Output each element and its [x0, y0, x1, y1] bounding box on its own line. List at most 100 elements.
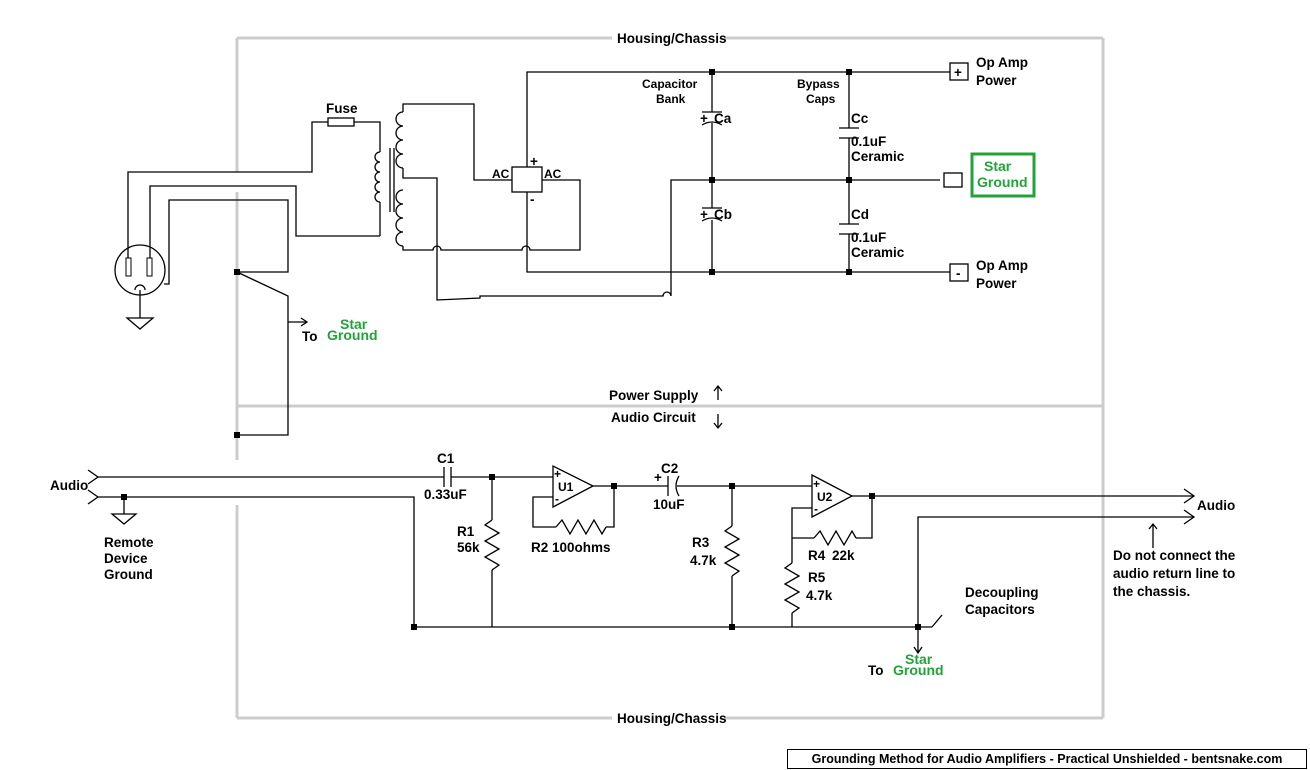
mains-outlet-icon [114, 244, 166, 296]
housing-top-label: Housing/Chassis [617, 31, 727, 46]
chassis-note-line-2: audio return line to [1113, 566, 1235, 581]
bridge-ac-left-label: AC [492, 167, 510, 181]
cd-value-label-1: 0.1uF [851, 230, 886, 245]
junction-dots [121, 69, 921, 630]
r1-value-label: 56k [457, 540, 480, 555]
remote-device-ground-label-1: Remote [104, 535, 154, 550]
c2-label: C2 [661, 461, 678, 476]
note-arrow-icon [1148, 522, 1158, 548]
audio-output-label: Audio [1197, 498, 1235, 513]
opamp-power-negative-terminal [949, 263, 969, 282]
capacitor-cd-icon [839, 223, 859, 235]
r5-value-label: 4.7k [806, 588, 833, 603]
decoupling-capacitors-label-1: Decoupling [965, 585, 1039, 600]
earth-ground-icon [125, 290, 155, 330]
r1-label: R1 [457, 524, 475, 539]
opamp-power-positive-label-2: Power [976, 73, 1017, 88]
cd-value-label-2: Ceramic [851, 245, 905, 260]
to-star-ground-bottom-label-1: Star [905, 651, 933, 667]
to-star-ground-bottom-label-2: Ground [893, 662, 944, 678]
resistor-r5-icon [783, 562, 801, 614]
to-star-ground-left-label-1: Star [340, 316, 368, 332]
star-ground-box-label-1: Star [984, 158, 1012, 174]
r4-label: R4 [808, 548, 826, 563]
resistor-r3-icon [723, 525, 741, 577]
audio-output-connector [1183, 488, 1196, 525]
mains-neutral-wire [149, 185, 380, 258]
r3-value-label: 4.7k [690, 553, 717, 568]
decoupling-capacitors-label-2: Capacitors [965, 602, 1035, 617]
r3-label: R3 [692, 535, 710, 550]
remote-device-ground-label-2: Device [104, 551, 148, 566]
figure-caption: Grounding Method for Audio Amplifiers - … [787, 749, 1307, 769]
c1-label: C1 [437, 451, 455, 466]
to-star-ground-bottom-to: To [868, 663, 884, 678]
cc-label: Cc [851, 111, 869, 126]
u1-minus-label: - [555, 492, 559, 506]
opamp-neg-terminal-sign: - [956, 266, 961, 281]
bridge-minus-label: - [530, 192, 535, 207]
bypass-caps-label-1: Bypass [797, 77, 840, 91]
resistor-r1-icon [483, 519, 501, 571]
ca-plus-label: + [700, 111, 708, 126]
u1-label: U1 [558, 480, 574, 494]
r5-label: R5 [808, 570, 826, 585]
u1-plus-label: + [554, 467, 561, 481]
capacitor-cc-icon [839, 127, 859, 139]
capacitor-ca-icon [701, 111, 723, 126]
cc-value-label-1: 0.1uF [851, 134, 886, 149]
opamp-u1-icon [552, 464, 595, 509]
u2-plus-label: + [813, 477, 820, 491]
capacitor-bank-label-2: Bank [656, 92, 686, 106]
opamp-pos-terminal-sign: + [954, 65, 962, 80]
c2-plus-label: + [654, 470, 662, 485]
cd-label: Cd [851, 207, 869, 222]
audio-input-label: Audio [50, 478, 88, 493]
remote-ground-icon [110, 513, 138, 525]
opamp-power-negative-label-1: Op Amp [976, 258, 1028, 273]
chassis-note-line-1: Do not connect the [1113, 548, 1236, 563]
cc-value-label-2: Ceramic [851, 149, 905, 164]
cb-label: Cb [714, 207, 732, 222]
arrow-down-icon [713, 414, 723, 430]
star-ground-box [970, 152, 1036, 198]
opamp-power-negative-label-2: Power [976, 276, 1017, 291]
r2-label: R2 100ohms [531, 540, 611, 555]
remote-device-ground-label-3: Ground [104, 567, 153, 582]
cb-plus-label: + [700, 207, 708, 222]
transformer-icon [374, 111, 404, 247]
u2-label: U2 [817, 490, 833, 504]
housing-bottom-label: Housing/Chassis [617, 711, 727, 726]
c2-value-label: 10uF [653, 497, 685, 512]
opamp-power-positive-label-1: Op Amp [976, 55, 1028, 70]
c1-value-label: 0.33uF [424, 487, 467, 502]
star-ground-box-label-2: Ground [977, 174, 1028, 190]
resistor-r2-icon [555, 518, 607, 536]
fuse-icon [327, 117, 355, 127]
bridge-rectifier-icon [511, 166, 543, 193]
housing-chassis-outline [235, 36, 1105, 720]
mains-earth-wire [164, 199, 289, 285]
to-star-ground-left-label-2: Ground [327, 327, 378, 343]
capacitor-bank-label-1: Capacitor [642, 77, 698, 91]
to-star-ground-left-to: To [302, 329, 318, 344]
u2-minus-label: - [814, 502, 818, 516]
capacitor-cb-icon [701, 207, 723, 222]
opamp-u2-icon [811, 473, 854, 519]
ca-label: Ca [714, 111, 732, 126]
bridge-plus-label: + [530, 154, 538, 169]
audio-input-connector [87, 469, 100, 505]
arrow-up-icon [713, 384, 723, 400]
audio-circuit-label: Audio Circuit [611, 410, 696, 425]
capacitor-c1-icon [443, 467, 452, 487]
bypass-caps-label-2: Caps [806, 92, 836, 106]
chassis-note-line-3: the chassis. [1113, 584, 1190, 599]
power-supply-label: Power Supply [609, 388, 699, 403]
bridge-ac-right-label: AC [544, 167, 562, 181]
capacitor-c2-icon [667, 475, 680, 497]
r4-value-label: 22k [832, 548, 855, 563]
opamp-power-positive-terminal [949, 62, 969, 81]
star-ground-terminal [943, 172, 963, 188]
resistor-r4-icon [813, 529, 857, 547]
